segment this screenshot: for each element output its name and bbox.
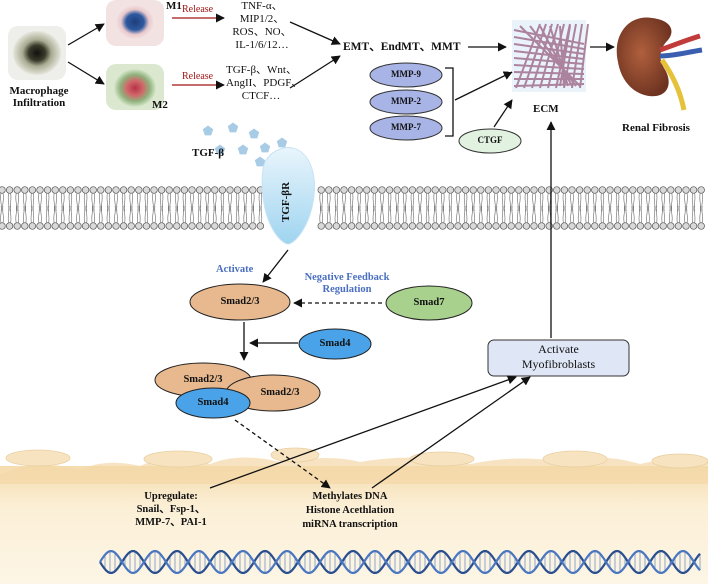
myofibroblast-box (487, 339, 630, 377)
ecm-fiber-mesh (512, 20, 589, 92)
mmp9-node (369, 62, 443, 88)
tgf-beta-receptor (261, 147, 316, 245)
mmp2-node (369, 89, 443, 115)
dna-helix (99, 550, 701, 574)
m1-release-label: Release (182, 4, 214, 15)
negative-feedback-label: Negative Feedback Regulation (304, 272, 390, 295)
epigenetic-label: Methylates DNA Histone Acethlation miRNA… (302, 491, 398, 530)
cell-membrane (0, 186, 705, 230)
complex-smad4-label: Smad4 (197, 397, 229, 408)
smad4-node (298, 328, 372, 360)
transition-label: EMT、EndMT、MMT (343, 41, 461, 53)
m1-label: M1 (166, 0, 182, 12)
upregulate-label: Upregulate: Snail、Fsp-1、 MMP-7、PAI-1 (135, 491, 207, 528)
complex-smad4 (175, 387, 251, 419)
mmp7-label: MMP-7 (391, 122, 421, 132)
mmp-nodes (369, 62, 522, 154)
complex-smad23-b-label: Smad2/3 (260, 387, 300, 398)
m1-cell (106, 0, 164, 46)
mmp2-label: MMP-2 (391, 96, 421, 106)
m2-release-label: Release (182, 71, 214, 82)
m2-label: M2 (152, 99, 168, 111)
smad7-label: Smad7 (413, 297, 445, 308)
smad23-label: Smad2/3 (220, 296, 260, 307)
macrophage-label: Macrophage Infiltration (9, 85, 69, 110)
renal-fibrosis-label: Renal Fibrosis (622, 122, 690, 134)
tgf-beta-molecules (202, 122, 288, 167)
arrows (67, 13, 615, 489)
m2-cytokines: TGF-β、Wnt、 AngII、PDGF、 CTCF… (226, 64, 303, 102)
activate-label: Activate (216, 264, 254, 275)
smad-nodes (154, 283, 473, 419)
macrophage-cell (8, 26, 66, 80)
smad7-node (385, 285, 473, 321)
kidney-icon (616, 17, 703, 111)
receptor-label: TGF-βR (280, 181, 292, 222)
mmp7-node (369, 115, 443, 141)
complex-smad23-a-label: Smad2/3 (183, 374, 223, 385)
nucleus-region (0, 457, 708, 584)
m1-cytokines: TNF-α、 MIP1/2、 ROS、NO、 IL-1/6/12… (232, 0, 292, 51)
ctgf-node (458, 128, 522, 154)
smad4-label: Smad4 (319, 338, 351, 349)
myofibroblasts-label: Activate Myofibroblasts (521, 342, 596, 371)
tgf-beta-label: TGF-β (192, 147, 225, 159)
smad23-node (189, 283, 291, 321)
ctgf-label: CTGF (477, 135, 503, 145)
ecm-label: ECM (533, 103, 559, 115)
mmp9-label: MMP-9 (391, 69, 421, 79)
m2-cell (106, 64, 164, 110)
nuclear-bumps (5, 447, 708, 469)
